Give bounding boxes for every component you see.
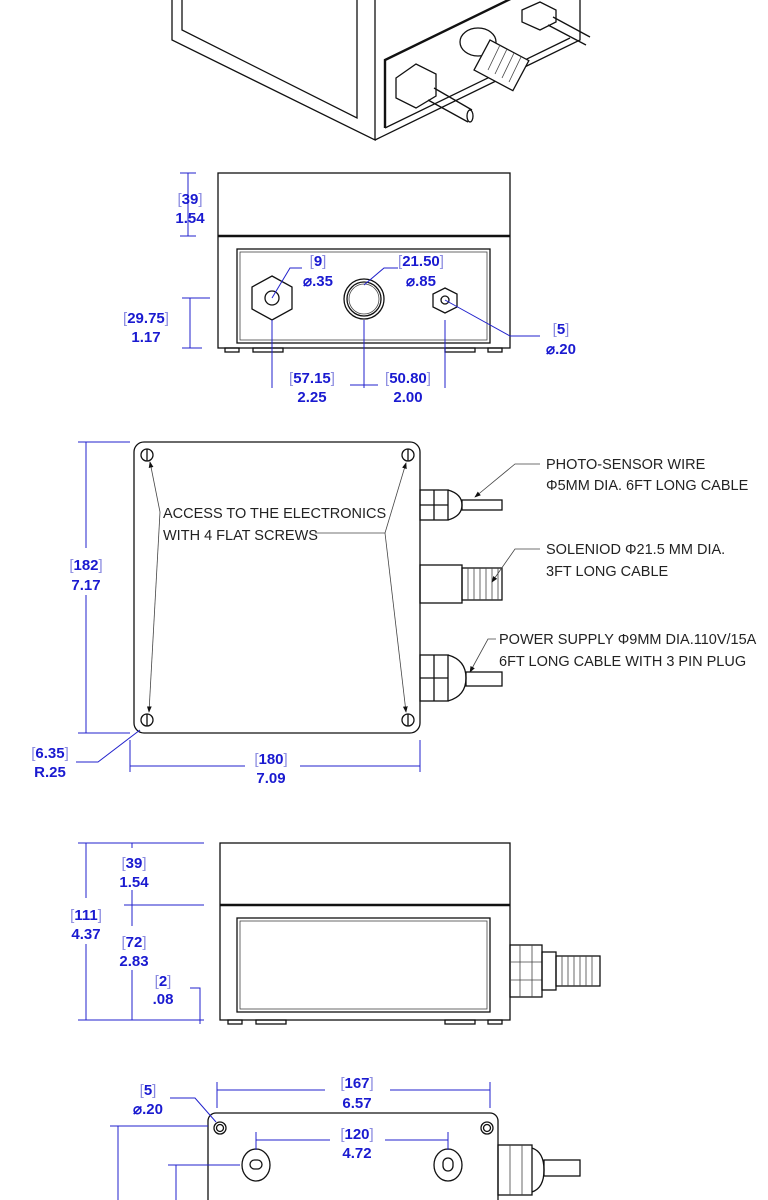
callout-photo-sensor-1: PHOTO-SENSOR WIRE xyxy=(546,457,706,473)
callout-photo-sensor-2: Φ5MM DIA. 6FT LONG CABLE xyxy=(546,478,749,494)
side-view: [39] 1.54 [111] 4.37 [72] 2.83 [2] .08 xyxy=(70,842,601,1025)
bottom-dim-hole-mm: [5] xyxy=(140,1082,157,1099)
iso-solenoid-connector xyxy=(459,27,530,92)
callout-power-2: 6FT LONG CABLE WITH 3 PIN PLUG xyxy=(499,654,746,670)
side-dim-foot-in: .08 xyxy=(153,991,174,1008)
dim-port1-mm: [9] xyxy=(310,253,327,270)
top-view: ACCESS TO THE ELECTRONICS WITH 4 FLAT SC… xyxy=(31,441,757,787)
callout-solenoid-2: 3FT LONG CABLE xyxy=(546,564,669,580)
bottom-dim-slot-spacing-in: 4.72 xyxy=(342,1145,371,1162)
bottom-dim-hole-spacing-in: 6.57 xyxy=(342,1095,371,1112)
dim-port1-in: ⌀.35 xyxy=(303,273,333,290)
dim-port2-mm: [21.50] xyxy=(398,253,444,270)
iso-photo-sensor-connector xyxy=(521,1,591,46)
callout-power-1: POWER SUPPLY Φ9MM DIA.110V/15A xyxy=(499,632,757,648)
dim-radius-in: R.25 xyxy=(34,764,66,781)
dim-port2-in: ⌀.85 xyxy=(406,273,436,290)
dim-port3-mm: [5] xyxy=(553,321,570,338)
dim-depth-mm: [182] xyxy=(69,557,102,574)
dim-port-height-in: 1.17 xyxy=(131,329,160,346)
dim-port-height-mm: [29.75] xyxy=(123,310,169,327)
dim-width-in: 7.09 xyxy=(256,770,285,787)
side-dim-base-mm: [72] xyxy=(121,934,146,951)
side-dim-lid-in: 1.54 xyxy=(119,874,149,891)
solenoid-connector xyxy=(419,564,503,604)
isometric-view xyxy=(171,0,591,142)
dim-spacing23-in: 2.00 xyxy=(393,389,422,406)
bottom-view: [5] ⌀.20 [167] 6.57 [120] 4.72 xyxy=(110,1075,581,1200)
dim-port3-in: ⌀.20 xyxy=(546,341,576,358)
flat-screw xyxy=(140,448,415,727)
side-solenoid-connector xyxy=(509,944,601,998)
bottom-dim-slot-spacing-mm: [120] xyxy=(340,1126,373,1143)
note-line-2: WITH 4 FLAT SCREWS xyxy=(163,528,318,544)
note-line-1: ACCESS TO THE ELECTRONICS xyxy=(163,506,386,522)
dim-spacing23-mm: [50.80] xyxy=(385,370,431,387)
side-dim-foot-mm: [2] xyxy=(155,973,172,990)
iso-power-connector xyxy=(395,63,474,123)
dim-spacing12-mm: [57.15] xyxy=(289,370,335,387)
port-solenoid-ring xyxy=(343,278,385,320)
side-dim-total-in: 4.37 xyxy=(71,926,100,943)
dim-depth-in: 7.17 xyxy=(71,577,100,594)
dim-spacing12-in: 2.25 xyxy=(297,389,326,406)
mounting-slot xyxy=(241,1148,463,1182)
photo-sensor-connector xyxy=(419,489,503,521)
side-dim-total-mm: [111] xyxy=(70,907,102,924)
side-dim-lid-mm: [39] xyxy=(121,855,146,872)
callout-solenoid-1: SOLENIOD Φ21.5 MM DIA. xyxy=(546,542,725,558)
bottom-connector xyxy=(497,1144,581,1196)
bottom-dim-hole-spacing-mm: [167] xyxy=(340,1075,373,1092)
front-view: [39] 1.54 [29.75] 1.17 [9] ⌀.35 [21.50] … xyxy=(123,172,576,406)
dim-lid-height-in: 1.54 xyxy=(175,210,205,227)
mounting-hole xyxy=(213,1121,494,1135)
side-dim-base-in: 2.83 xyxy=(119,953,148,970)
dim-lid-height-mm: [39] xyxy=(177,191,202,208)
dim-radius-mm: [6.35] xyxy=(31,745,69,762)
bottom-dim-hole-in: ⌀.20 xyxy=(133,1101,163,1118)
dim-width-mm: [180] xyxy=(254,751,287,768)
power-connector xyxy=(419,654,503,702)
